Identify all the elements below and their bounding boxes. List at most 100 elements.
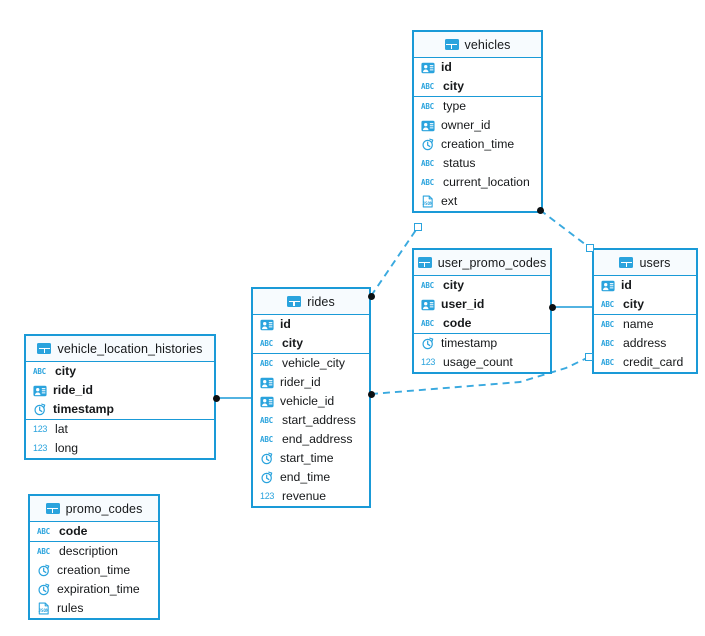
column-row[interactable]: timestamp [26, 400, 214, 419]
column-name: start_address [282, 413, 356, 428]
json-icon: JSON [422, 195, 433, 208]
id-card-icon [421, 120, 435, 131]
column-name: rules [57, 601, 84, 616]
svg-text:JSON: JSON [38, 608, 49, 613]
column-name: id [280, 317, 291, 332]
column-name: revenue [282, 489, 327, 504]
column-name: ride_id [53, 383, 93, 398]
clock-icon [34, 403, 46, 416]
column-name: expiration_time [57, 582, 140, 597]
table-header[interactable]: rides [253, 289, 369, 315]
column-row[interactable]: JSON rules [30, 599, 158, 618]
column-name: city [443, 79, 465, 94]
column-name: owner_id [441, 118, 491, 133]
column-row[interactable]: timestamp [414, 334, 550, 353]
column-name: code [59, 524, 88, 539]
column-name: usage_count [443, 355, 513, 370]
column-row[interactable]: expiration_time [30, 580, 158, 599]
abc-icon: ABC [421, 178, 434, 187]
column-row[interactable]: id [594, 276, 696, 295]
abc-icon: ABC [421, 281, 434, 290]
clock-icon [422, 138, 434, 151]
table-header[interactable]: users [594, 250, 696, 276]
column-name: city [623, 297, 645, 312]
column-row[interactable]: end_time [253, 468, 369, 487]
table-name: promo_codes [65, 501, 143, 516]
json-icon: JSON [38, 602, 49, 615]
number-icon: 123 [33, 424, 48, 434]
column-name: id [621, 278, 632, 293]
abc-icon: ABC [260, 416, 273, 425]
column-row[interactable]: ride_id [26, 381, 214, 400]
abc-icon: ABC [421, 102, 434, 111]
relationship-endpoint-dot [367, 292, 375, 300]
table-name: vehicle_location_histories [57, 341, 203, 356]
abc-icon: ABC [601, 339, 614, 348]
id-card-icon [601, 280, 615, 291]
id-card-icon [421, 62, 435, 73]
column-row[interactable]: id [414, 58, 541, 77]
column-name: id [441, 60, 452, 75]
abc-icon: ABC [601, 300, 614, 309]
column-row[interactable]: vehicle_id [253, 392, 369, 411]
table-header[interactable]: user_promo_codes [414, 250, 550, 276]
column-row[interactable]: owner_id [414, 116, 541, 135]
column-row[interactable]: user_id [414, 295, 550, 314]
abc-icon: ABC [260, 339, 273, 348]
column-row[interactable]: start_time [253, 449, 369, 468]
table-header[interactable]: vehicles [414, 32, 541, 58]
column-row[interactable]: ABC start_address [253, 411, 369, 430]
column-row[interactable]: rider_id [253, 373, 369, 392]
clock-icon [261, 452, 273, 465]
column-name: name [623, 317, 654, 332]
column-row[interactable]: ABC city [594, 295, 696, 314]
relationship-endpoint-square [414, 223, 422, 231]
id-card-icon [260, 319, 274, 330]
column-row[interactable]: id [253, 315, 369, 334]
table-name: user_promo_codes [437, 255, 547, 270]
relationship-endpoint-dot [367, 390, 375, 398]
table-header[interactable]: promo_codes [30, 496, 158, 522]
clock-icon [422, 337, 434, 350]
relationship-endpoint-dot [536, 206, 544, 214]
column-row[interactable]: creation_time [30, 561, 158, 580]
table-header[interactable]: vehicle_location_histories [26, 336, 214, 362]
column-name: creation_time [57, 563, 131, 578]
column-row[interactable]: creation_time [414, 135, 541, 154]
clock-icon [261, 471, 273, 484]
table-grid-icon [619, 257, 634, 268]
relationship-endpoint-dot [548, 303, 556, 311]
